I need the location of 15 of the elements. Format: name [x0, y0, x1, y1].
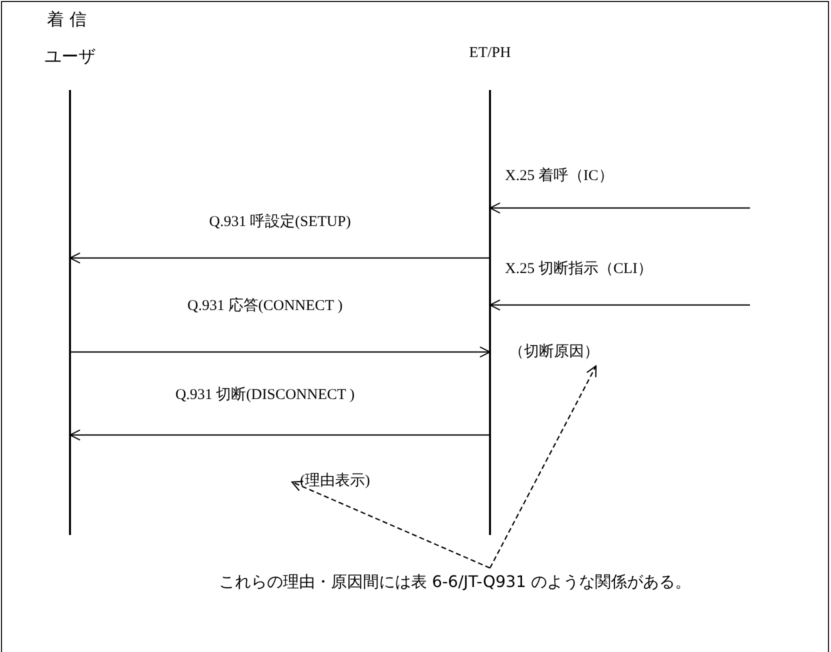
note: これらの理由・原因間には表 6-6/JT-Q931 のような関係がある。	[125, 568, 785, 596]
title: 着 信	[47, 9, 86, 31]
message-label: Q.931 応答(CONNECT )	[185, 296, 345, 315]
message-arrow	[69, 429, 490, 441]
participant-label: ET/PH	[468, 45, 512, 62]
message-arrow	[489, 299, 750, 311]
dashed-arrow	[489, 365, 597, 568]
participant-label: ユーザ	[44, 46, 96, 68]
message-arrow	[70, 346, 491, 358]
annotation: （切断原因）	[498, 338, 610, 364]
message-label: Q.931 切断(DISCONNECT )	[173, 385, 357, 404]
message-label: Q.931 呼設定(SETUP)	[207, 212, 353, 231]
message-arrow	[489, 202, 750, 214]
message-arrow	[69, 252, 490, 264]
dashed-arrow	[291, 480, 490, 569]
